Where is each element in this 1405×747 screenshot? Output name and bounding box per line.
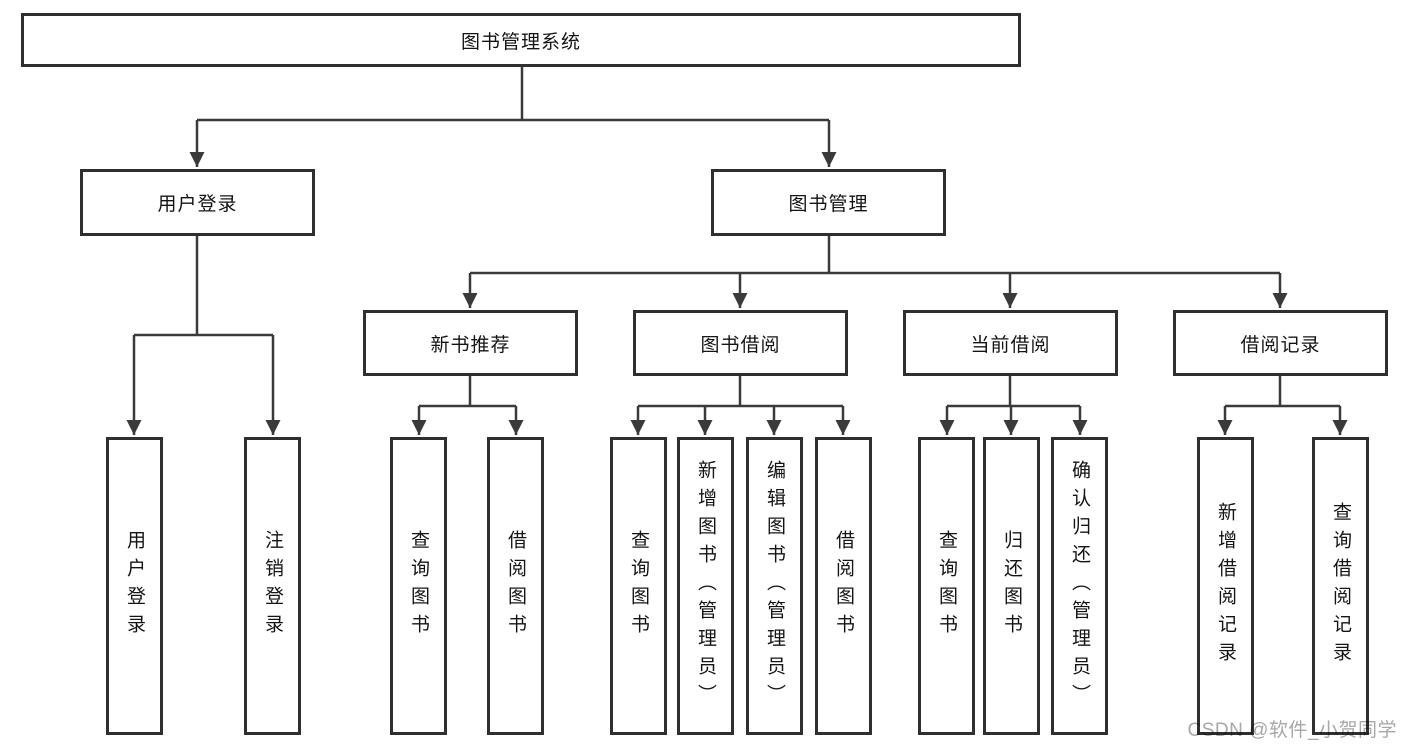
leaf-records-add-record: 新增借阅记录: [1197, 437, 1254, 735]
leaf-newbook-query-books: 查询图书: [390, 437, 447, 735]
leaf-newbook-borrow-books: 借阅图书: [487, 437, 544, 735]
leaf-current-return-books: 归还图书: [983, 437, 1040, 735]
connector-book-borrow-to-leaves: [630, 376, 851, 435]
leaf-records-query-record: 查询借阅记录: [1312, 437, 1369, 735]
csdn-watermark: CSDN @软件_小贺同学: [1187, 720, 1397, 741]
node-user-login: 用户登录: [80, 169, 315, 236]
node-library-management-system: 图书管理系统: [21, 13, 1021, 67]
connector-current-borrow-to-leaves: [939, 376, 1088, 435]
leaf-logout: 注销登录: [244, 437, 301, 735]
node-new-book-recommend: 新书推荐: [363, 310, 578, 376]
node-book-borrowing: 图书借阅: [633, 310, 848, 376]
leaf-borrow-borrow-books: 借阅图书: [815, 437, 872, 735]
leaf-user-login: 用户登录: [106, 437, 163, 735]
leaf-borrow-add-books-admin: 新增图书（管理员）: [677, 437, 734, 735]
leaf-current-confirm-return-admin: 确认归还（管理员）: [1051, 437, 1108, 735]
connector-root-to-level2: [189, 67, 837, 167]
node-borrow-records: 借阅记录: [1173, 310, 1388, 376]
leaf-borrow-query-books: 查询图书: [610, 437, 667, 735]
leaf-current-query-books: 查询图书: [918, 437, 975, 735]
connector-borrow-records-to-leaves: [1217, 376, 1348, 435]
node-book-management: 图书管理: [711, 169, 946, 236]
connector-new-book-to-leaves: [411, 376, 524, 435]
node-current-borrowing: 当前借阅: [903, 310, 1118, 376]
connector-user-login-to-leaves: [126, 236, 281, 435]
connector-book-management-to-level3: [462, 236, 1288, 308]
leaf-borrow-edit-books-admin: 编辑图书（管理员）: [746, 437, 803, 735]
